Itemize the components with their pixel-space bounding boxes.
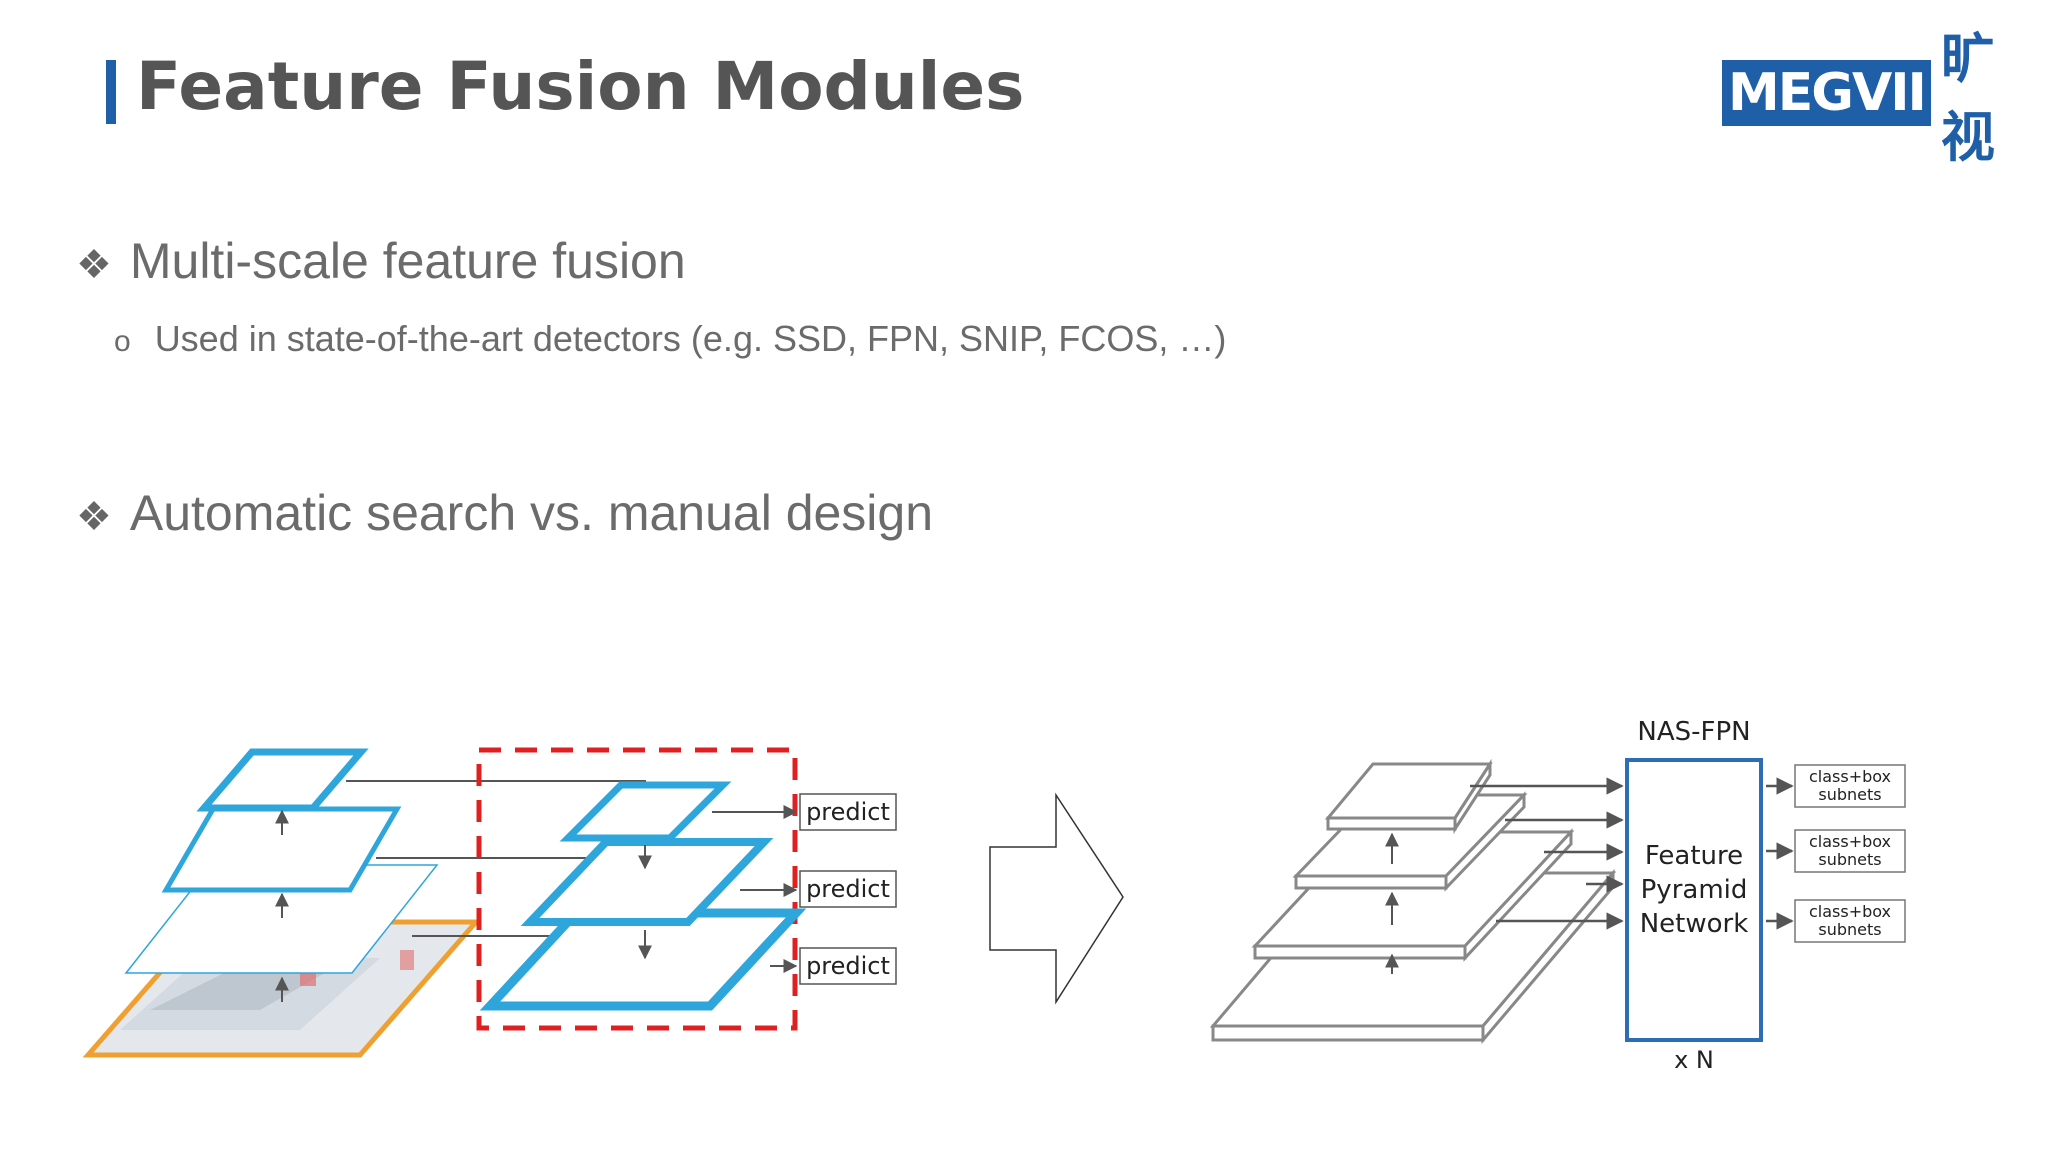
- subnet-line-1: class+box: [1809, 767, 1891, 786]
- output-layer-mid: [520, 838, 774, 926]
- subnet-line-1: class+box: [1809, 832, 1891, 851]
- subnet-line-1: class+box: [1809, 902, 1891, 921]
- predict-box-3: predict: [799, 947, 897, 985]
- megvii-logo: MEGVII 旷视: [1722, 27, 2048, 169]
- subnet-box-1: class+box subnets: [1794, 764, 1906, 808]
- backbone-layer-2: [1292, 791, 1528, 892]
- dashed-highlight-box: [476, 747, 798, 1031]
- subnet-box-3: class+box subnets: [1794, 899, 1906, 943]
- repeat-label: x N: [1674, 1046, 1714, 1074]
- nasfpn-header: NAS-FPN: [1637, 717, 1750, 747]
- bullet-text: Automatic search vs. manual design: [129, 485, 934, 541]
- subnet-box-2: class+box subnets: [1794, 829, 1906, 873]
- predict-label: predict: [806, 798, 890, 826]
- subbullet-text: Used in state-of-the-art detectors (e.g.…: [154, 318, 1227, 359]
- feature-layer-top: [196, 748, 369, 812]
- right-nasfpn-diagram: NAS-FPN: [1209, 717, 1906, 1074]
- subnet-line-2: subnets: [1818, 850, 1881, 869]
- diamond-bullet-icon: ❖: [76, 495, 112, 539]
- fpn-label-line-2: Pyramid: [1641, 875, 1748, 905]
- predict-label: predict: [806, 875, 890, 903]
- feature-layer-mid: [161, 806, 402, 893]
- subbullet-detectors: o Used in state-of-the-art detectors (e.g…: [114, 318, 1226, 360]
- left-fpn-diagram: predict predict predict: [82, 747, 897, 1058]
- output-layer-large: [479, 908, 807, 1011]
- predict-label: predict: [806, 952, 890, 980]
- subnet-line-2: subnets: [1818, 785, 1881, 804]
- fpn-label-line-1: Feature: [1645, 841, 1743, 871]
- fpn-block: [1625, 758, 1763, 1042]
- diamond-bullet-icon: ❖: [76, 243, 112, 287]
- bullet-text: Multi-scale feature fusion: [129, 233, 686, 289]
- backbone-layer-1: [1324, 758, 1493, 835]
- logo-text: MEGVII: [1722, 60, 1931, 126]
- title-accent-bar: [106, 60, 116, 124]
- fpn-label-line-3: Network: [1640, 909, 1749, 939]
- bullet-multiscale: ❖ Multi-scale feature fusion: [76, 232, 686, 290]
- logo-chinese: 旷视: [1940, 27, 1995, 169]
- subnet-line-2: subnets: [1818, 920, 1881, 939]
- predict-box-1: predict: [799, 793, 897, 831]
- circle-bullet-icon: o: [114, 325, 131, 358]
- output-layer-small: [559, 781, 732, 842]
- bullet-search: ❖ Automatic search vs. manual design: [76, 484, 933, 542]
- big-right-arrow-icon: [989, 792, 1124, 1005]
- slide-title: Feature Fusion Modules: [136, 48, 1025, 125]
- predict-box-2: predict: [799, 870, 897, 908]
